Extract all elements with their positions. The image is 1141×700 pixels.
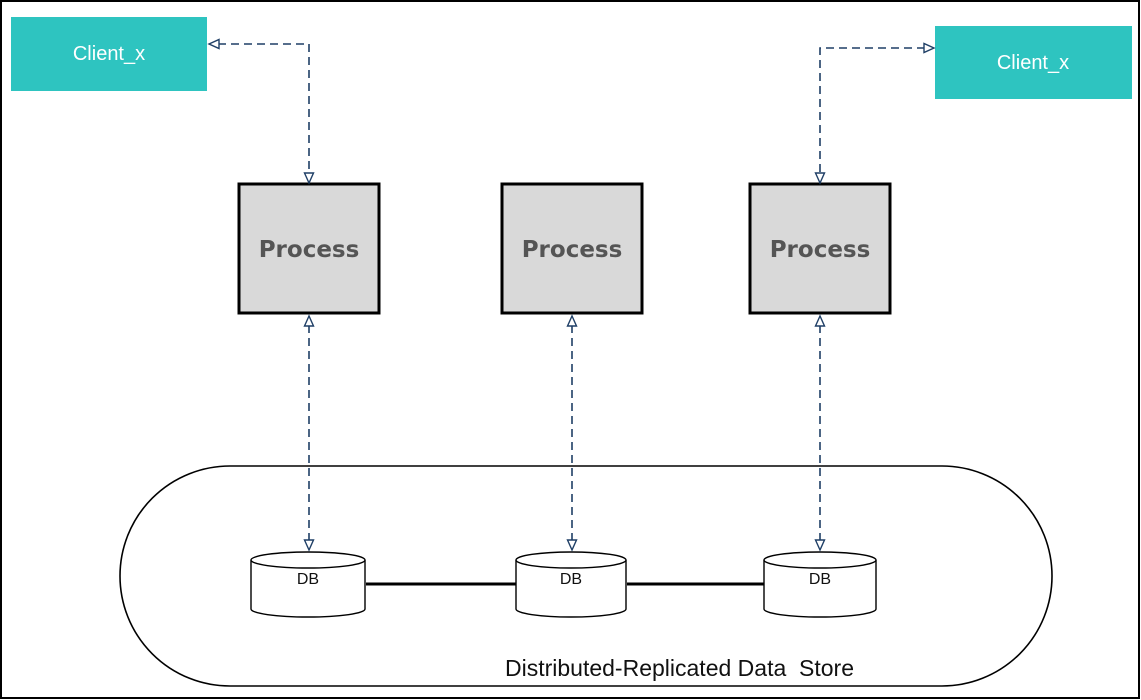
- arrowhead: [303, 539, 315, 552]
- arrowhead: [566, 314, 578, 327]
- process-label: Process: [259, 237, 360, 263]
- data-store-boundary: [119, 465, 1053, 687]
- arrowhead: [814, 539, 826, 552]
- database-label: DB: [809, 571, 831, 588]
- client-label: Client_x: [73, 43, 145, 65]
- arrowhead: [207, 38, 220, 50]
- client-process-connector: [819, 47, 925, 174]
- database-node: DB: [763, 551, 877, 618]
- arrowhead: [566, 539, 578, 552]
- database-node: DB: [250, 551, 366, 618]
- process-label: Process: [770, 237, 871, 263]
- process-label: Process: [522, 237, 623, 263]
- client-label: Client_x: [997, 52, 1069, 74]
- client-process-connector: [218, 43, 310, 174]
- process-node: Process: [500, 182, 644, 315]
- client-node: Client_x: [935, 26, 1132, 99]
- data-store-label: Distributed-Replicated Data Store: [505, 655, 854, 681]
- process-node: Process: [237, 182, 381, 315]
- database-label: DB: [560, 571, 582, 588]
- arrowhead: [303, 314, 315, 327]
- arrowhead: [303, 172, 315, 185]
- database-node: DB: [515, 551, 627, 618]
- client-node: Client_x: [11, 17, 207, 91]
- process-node: Process: [748, 182, 892, 315]
- arrowhead: [814, 314, 826, 327]
- database-label: DB: [297, 571, 319, 588]
- arrowhead: [814, 172, 826, 185]
- arrowhead: [923, 42, 936, 54]
